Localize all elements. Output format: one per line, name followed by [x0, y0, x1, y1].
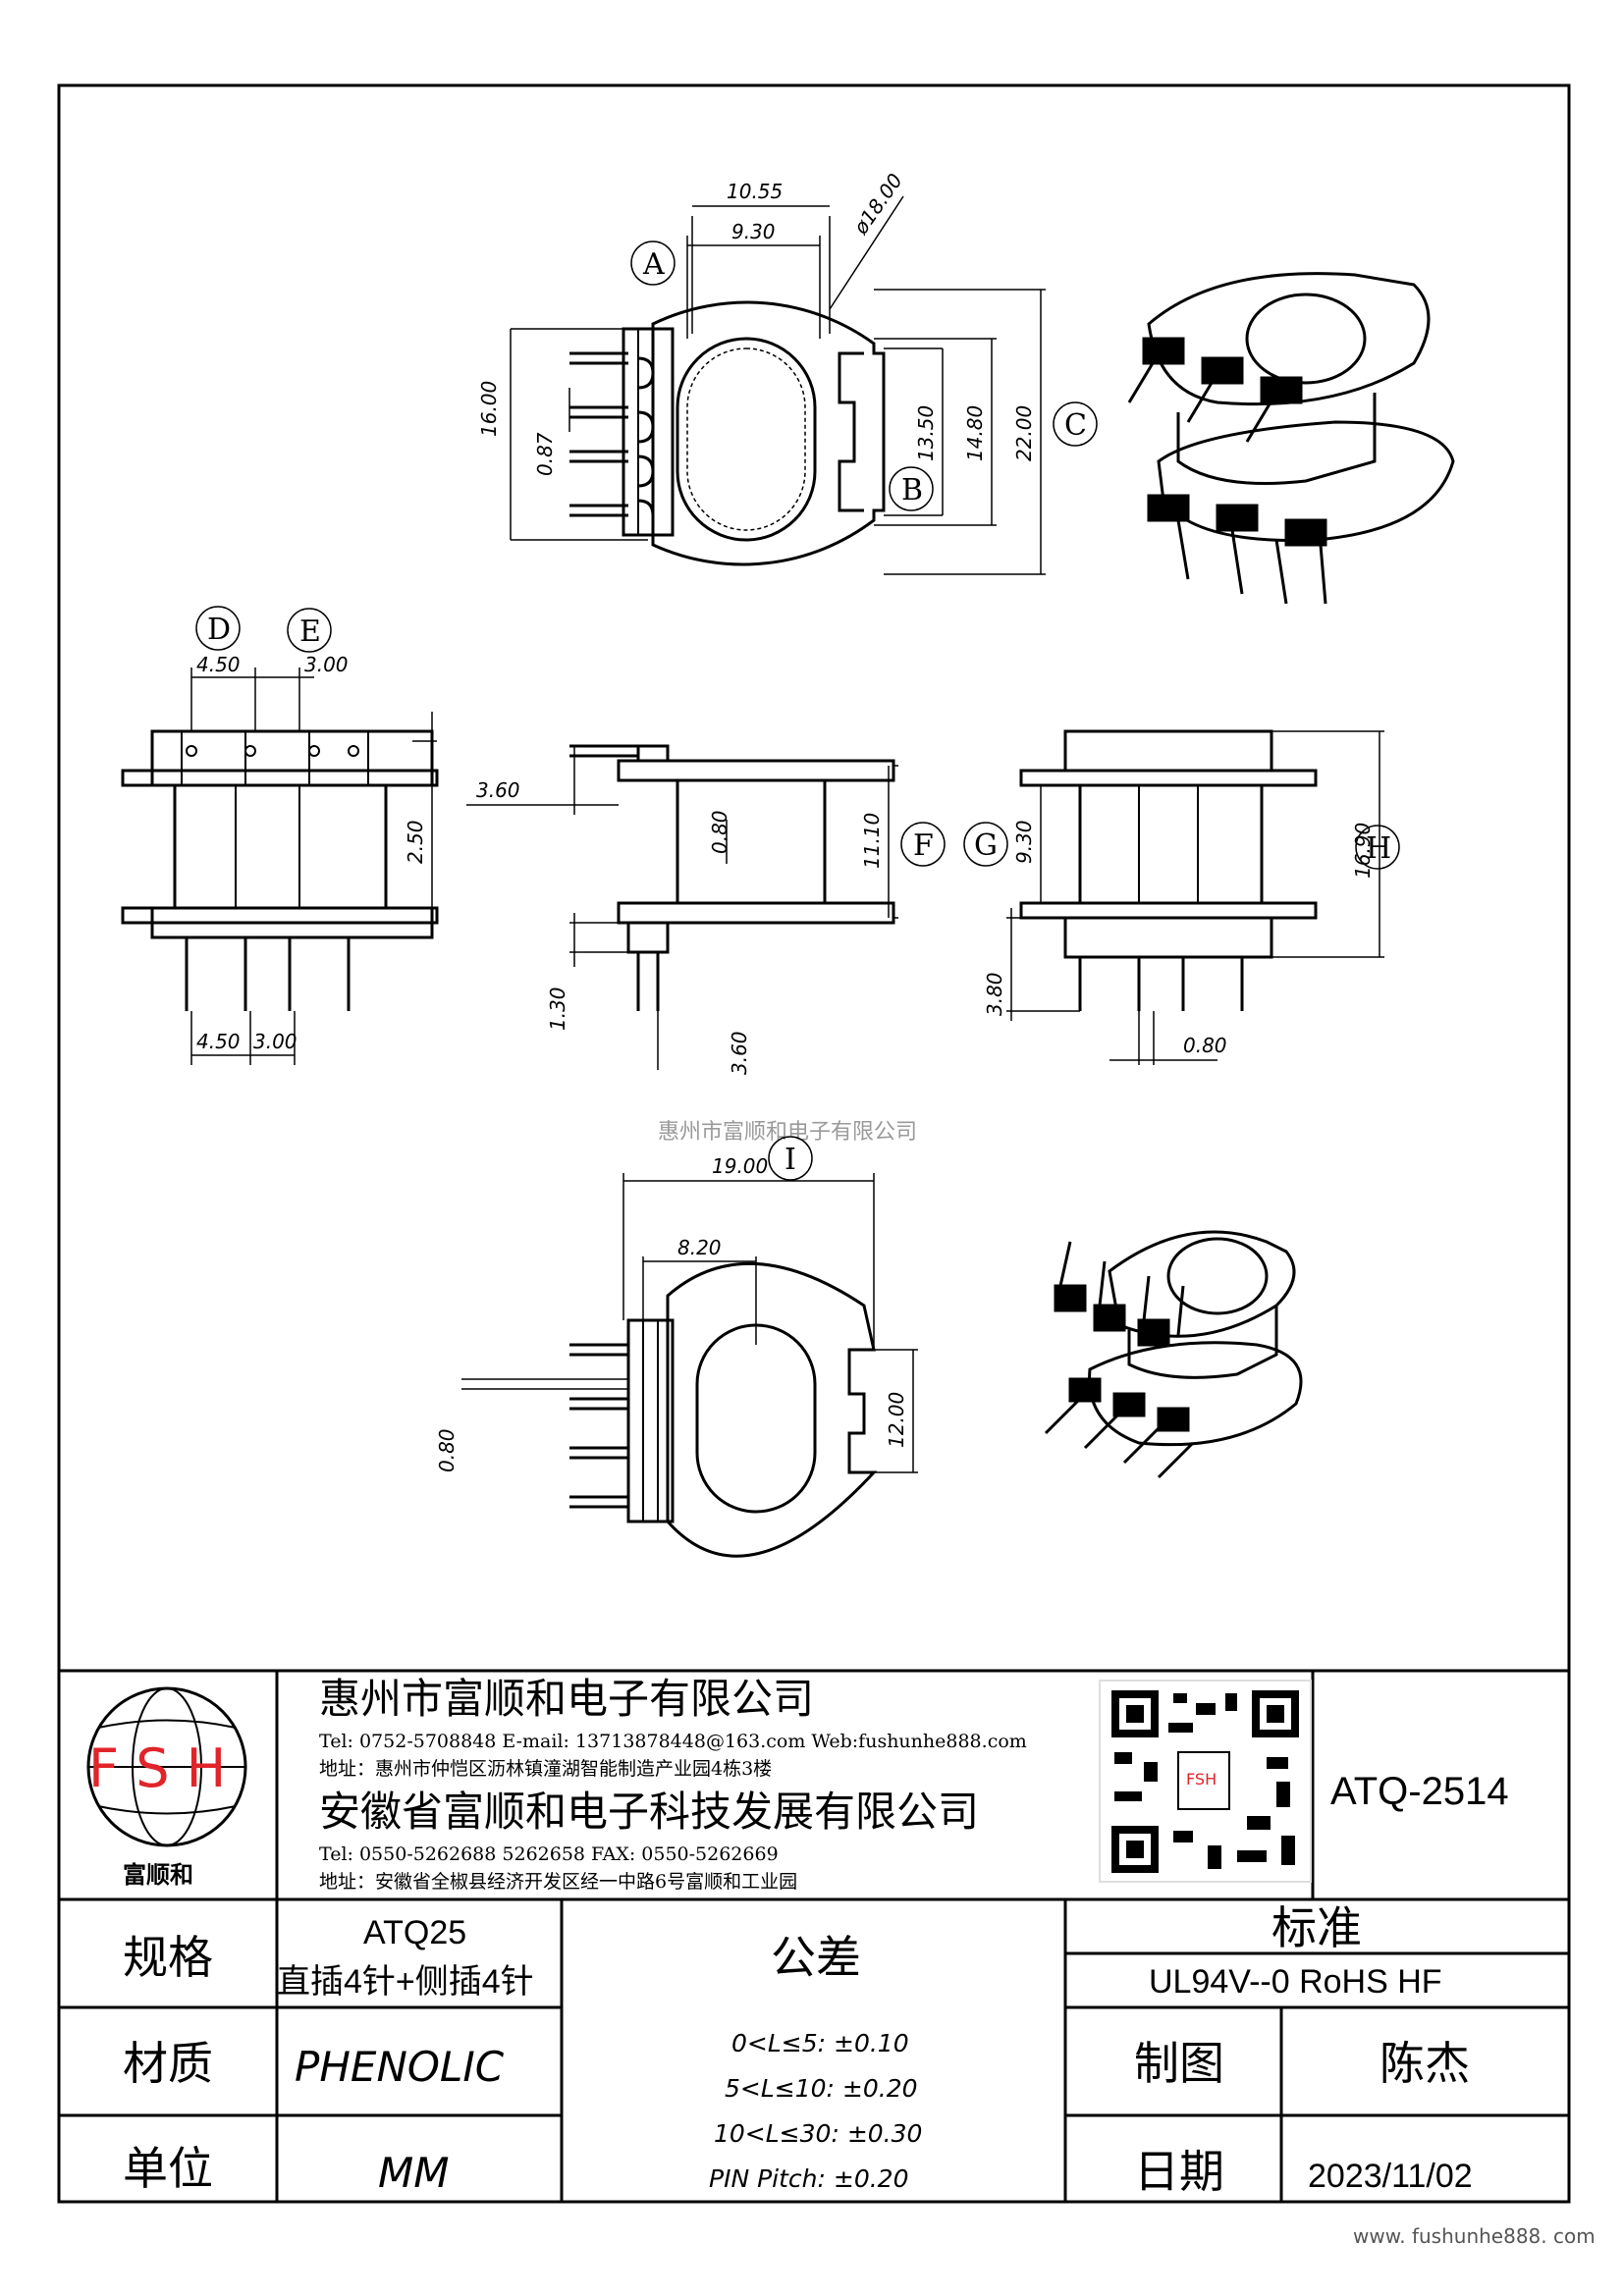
material-value: PHENOLIC [295, 2043, 505, 2091]
callout-f-circle [900, 822, 946, 867]
dim-front-2-50: 2.50 [404, 820, 427, 864]
standard-value: UL94V--0 RoHS HF [1149, 1963, 1442, 2001]
dim-front-4-50: 4.50 [196, 653, 241, 676]
right-view-dims [1006, 730, 1384, 1065]
top-view [622, 300, 886, 566]
callout-e-circle [287, 608, 332, 653]
dim-top-13-50: 13.50 [914, 405, 938, 461]
callout-a: A [642, 247, 665, 282]
tolerance-1: 0<L≤5: ±0.10 [731, 2029, 909, 2057]
tolerance-label: 公差 [771, 1931, 861, 1984]
callout-d-circle [195, 606, 241, 651]
qr-label: FSH [1186, 1770, 1217, 1789]
drawn-value: 陈杰 [1380, 2037, 1470, 2090]
dim-side-b-3-60: 3.60 [728, 1031, 751, 1075]
bottom-view [569, 1261, 878, 1558]
company1-name: 惠州市富顺和电子有限公司 [319, 1675, 814, 1723]
sheet-border [57, 83, 1571, 2204]
dim-front-3-00: 3.00 [304, 653, 349, 676]
callout-g-circle [963, 822, 1008, 867]
callout-d: D [207, 613, 231, 647]
isometric-view-lower [1044, 1230, 1303, 1479]
dim-top-14-80: 14.80 [963, 405, 987, 461]
front-view-dims [190, 667, 437, 1065]
logo-name: 富顺和 [123, 1861, 193, 1889]
part-number: ATQ-2514 [1330, 1770, 1509, 1813]
callout-c: C [1064, 408, 1087, 443]
dim-top-16-00: 16.00 [477, 381, 501, 437]
callout-h-circle [1355, 825, 1400, 870]
dim-right-9-30: 9.30 [1012, 820, 1036, 864]
date-value: 2023/11/02 [1308, 2158, 1473, 2195]
title-block-grid [59, 1669, 1569, 2202]
bottom-view-dims [461, 1173, 918, 1473]
tolerance-3: 10<L≤30: ±0.30 [714, 2119, 922, 2148]
side-view [569, 744, 895, 1011]
callout-h: H [1366, 831, 1391, 866]
tolerance-4: PIN Pitch: ±0.20 [709, 2164, 909, 2193]
callout-b-circle [889, 466, 934, 511]
spec-value-2: 直插4针+侧插4针 [277, 1963, 534, 2001]
drawn-label: 制图 [1134, 2037, 1224, 2090]
company1-address: 地址：惠州市仲恺区沥林镇潼湖智能制造产业园4栋3楼 [319, 1758, 772, 1780]
callout-c-circle [1053, 401, 1098, 447]
callout-b: B [901, 473, 923, 507]
spec-value-1: ATQ25 [363, 1914, 466, 1951]
dim-side-0-80: 0.80 [708, 810, 731, 854]
side-view-dims [466, 746, 898, 1070]
dim-right-0-80: 0.80 [1183, 1034, 1227, 1057]
fsh-logo [86, 1686, 247, 1847]
dim-bottom-12-00: 12.00 [885, 1392, 908, 1448]
isometric-view-upper [1127, 272, 1455, 605]
company2-address: 地址：安徽省全椒县经济开发区经一中路6号富顺和工业园 [319, 1871, 797, 1893]
material-label: 材质 [123, 2037, 213, 2090]
dim-side-11-10: 11.10 [860, 813, 884, 869]
qr-code [1099, 1680, 1312, 1883]
logo-letters: F S H [88, 1737, 226, 1799]
dim-top-9-30: 9.30 [731, 220, 776, 243]
dim-top-22-00: 22.00 [1012, 405, 1036, 461]
callout-a-circle [630, 240, 676, 286]
callout-e: E [299, 614, 321, 649]
spec-label: 规格 [123, 1931, 213, 1984]
unit-label: 单位 [123, 2142, 213, 2195]
top-view-dims [510, 195, 1046, 575]
watermark-company: 惠州市富顺和电子有限公司 [658, 1120, 917, 1145]
top-view-pins [569, 351, 655, 517]
callout-i-circle [768, 1136, 813, 1181]
dim-front-b-4-50: 4.50 [196, 1030, 241, 1053]
dim-side-1-30: 1.30 [546, 987, 569, 1031]
company2-name: 安徽省富顺和电子科技发展有限公司 [319, 1788, 979, 1836]
dim-bottom-0-80: 0.80 [435, 1428, 459, 1472]
company1-contact: Tel: 0752-5708848 E-mail: 13713878448@16… [319, 1731, 1027, 1752]
dim-bottom-19-00: 19.00 [712, 1154, 768, 1178]
company2-contact: Tel: 0550-5262688 5262658 FAX: 0550-5262… [319, 1843, 779, 1865]
tolerance-2: 5<L≤10: ±0.20 [725, 2074, 918, 2103]
front-view [121, 729, 439, 1011]
right-view [1019, 729, 1318, 1011]
footer-url: www. fushunhe888. com [1353, 2224, 1596, 2248]
date-label: 日期 [1134, 2145, 1224, 2198]
dim-top-0-87: 0.87 [533, 432, 557, 476]
callout-f: F [913, 828, 934, 863]
dim-front-b-3-00: 3.00 [253, 1030, 298, 1053]
dim-side-3-60: 3.60 [476, 778, 520, 802]
dim-right-3-80: 3.80 [983, 972, 1006, 1016]
dim-top-10-55: 10.55 [727, 180, 783, 203]
callout-i: I [784, 1143, 796, 1177]
unit-value: MM [378, 2149, 449, 2197]
dim-bottom-8-20: 8.20 [677, 1236, 722, 1259]
standard-label: 标准 [1271, 1901, 1362, 1954]
callout-g: G [974, 828, 998, 863]
